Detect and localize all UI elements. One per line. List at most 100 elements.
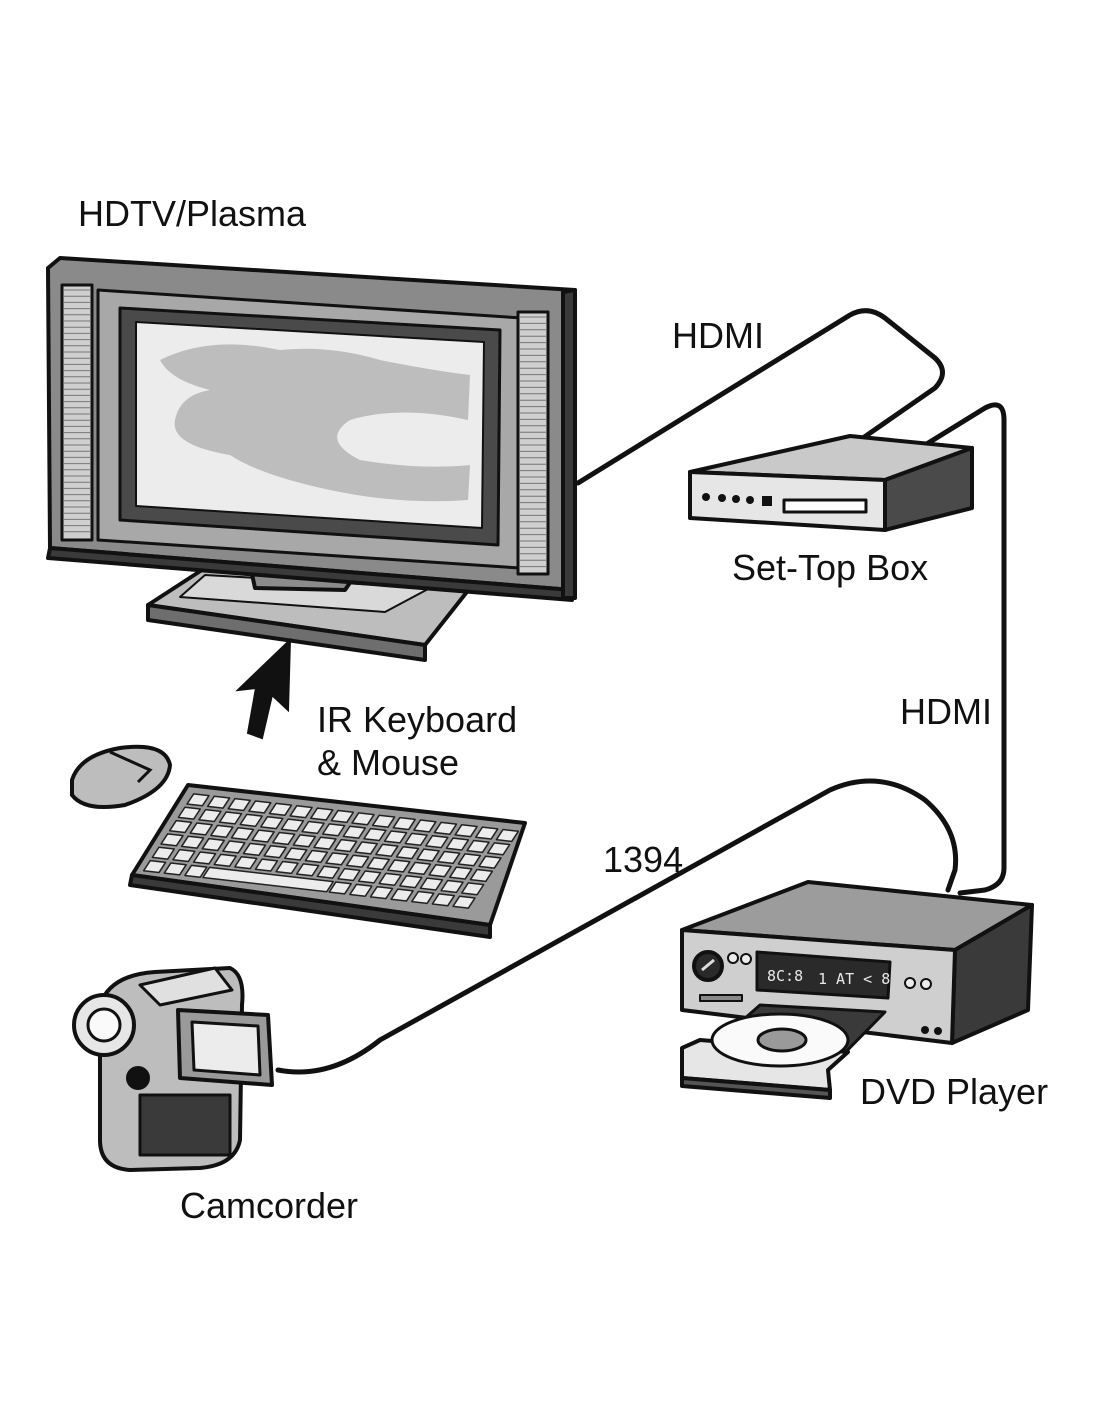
hdmi-cable-settop-dvd	[922, 402, 1007, 896]
keyboard-key	[369, 885, 394, 900]
keyboard-key	[399, 874, 423, 889]
label-hdmi-top: HDMI	[672, 315, 764, 356]
keyboard-key	[330, 809, 355, 824]
keyboard-key	[316, 865, 341, 879]
label-hdmi-right: HDMI	[900, 691, 992, 732]
cables	[275, 308, 1007, 1075]
keyboard-key	[254, 858, 279, 872]
ir-mouse	[70, 744, 173, 809]
keyboard-key	[407, 861, 432, 876]
keyboard-key	[366, 856, 390, 871]
keyboard-key	[357, 870, 382, 884]
keyboard-key	[449, 866, 473, 880]
hdtv-plasma	[46, 256, 577, 662]
firewire-cable-camcorder-dvd	[275, 778, 959, 1075]
set-top-box	[688, 434, 974, 532]
keyboard-key	[213, 853, 237, 868]
keyboard-key	[151, 846, 176, 860]
keyboard-key	[180, 835, 205, 849]
keyboard-key	[192, 851, 217, 865]
keyboard-key	[201, 837, 225, 852]
keyboard-key	[354, 841, 378, 855]
keyboard-key	[310, 807, 334, 821]
keyboard-key	[383, 830, 408, 844]
keyboard-key	[452, 895, 476, 909]
keyboard-key	[227, 797, 251, 812]
keyboard-key	[328, 881, 352, 895]
label-set-top-box: Set-Top Box	[732, 547, 928, 588]
keyboard-key	[301, 820, 325, 835]
dvd-display-left: 8C:8	[767, 967, 803, 985]
keyboard-spacebar	[202, 866, 335, 893]
label-camcorder: Camcorder	[180, 1185, 358, 1226]
keyboard-key	[437, 850, 461, 865]
keyboard-key	[445, 837, 470, 851]
keyboard-key	[222, 840, 246, 854]
label-keyboard-line1: IR Keyboard	[317, 699, 517, 740]
keyboard-key	[460, 882, 485, 896]
keyboard-key	[321, 823, 346, 837]
label-1394: 1394	[603, 839, 683, 880]
keyboard-key	[210, 824, 234, 838]
keyboard-key	[295, 863, 320, 877]
keyboard-key	[371, 814, 396, 828]
keyboard-key	[495, 828, 520, 843]
keyboard-key	[163, 862, 187, 876]
keyboard-key	[189, 822, 213, 836]
keyboard-key	[416, 848, 440, 862]
dvd-player	[680, 880, 1034, 1100]
dvd-display-right: 1 AT < 8	[818, 970, 890, 988]
keyboard-key	[325, 852, 349, 866]
keyboard-key	[390, 888, 414, 902]
keyboard-key	[431, 893, 456, 907]
keyboard-key	[284, 847, 308, 861]
keyboard-key	[142, 859, 167, 874]
keyboard-key	[466, 839, 490, 854]
keyboard-key	[242, 842, 267, 857]
keyboard-key	[413, 819, 437, 833]
keyboard-key	[351, 812, 375, 826]
keyboard-key	[342, 825, 367, 839]
ir-signal-arrow	[235, 637, 292, 740]
keyboard-key	[428, 864, 452, 878]
keyboard-key	[304, 849, 329, 864]
keyboard-key	[168, 819, 193, 834]
keyboard-key	[392, 816, 416, 831]
keyboard-key	[260, 815, 284, 830]
keyboard-key	[349, 883, 373, 897]
keyboard-key	[292, 834, 317, 848]
keyboard-key	[186, 793, 210, 807]
keyboard-key	[289, 805, 313, 819]
keyboard-key	[404, 832, 428, 847]
ir-keyboard	[128, 783, 527, 939]
keyboard-key	[425, 834, 449, 849]
label-dvd-player: DVD Player	[860, 1071, 1048, 1112]
keyboard-key	[419, 877, 444, 891]
keyboard-key	[333, 838, 358, 853]
keyboard-key	[395, 845, 420, 860]
keyboard-key	[387, 859, 411, 873]
keyboard-key	[230, 826, 255, 841]
keyboard-key	[272, 831, 296, 846]
keyboard-key	[378, 872, 402, 887]
keyboard-key	[411, 890, 435, 905]
keyboard-key	[337, 867, 361, 882]
keyboard-key	[198, 808, 222, 823]
keyboard-key	[433, 821, 458, 836]
keyboard-key	[345, 854, 370, 868]
keyboard-key	[475, 826, 499, 840]
keyboard-key	[275, 860, 299, 875]
keyboard-key	[469, 868, 494, 883]
keyboard-key	[268, 802, 293, 817]
keyboard-key	[478, 855, 502, 869]
keyboard-key	[251, 829, 275, 843]
keyboard-key	[263, 845, 287, 859]
hdmi-cable-tv-settop	[575, 308, 945, 486]
dvd-display	[755, 950, 892, 1000]
keyboard-key	[280, 818, 305, 832]
keyboard-key	[172, 848, 196, 863]
keyboard-key	[177, 806, 202, 820]
keyboard-key	[160, 833, 184, 847]
label-keyboard-line2: & Mouse	[317, 742, 459, 783]
